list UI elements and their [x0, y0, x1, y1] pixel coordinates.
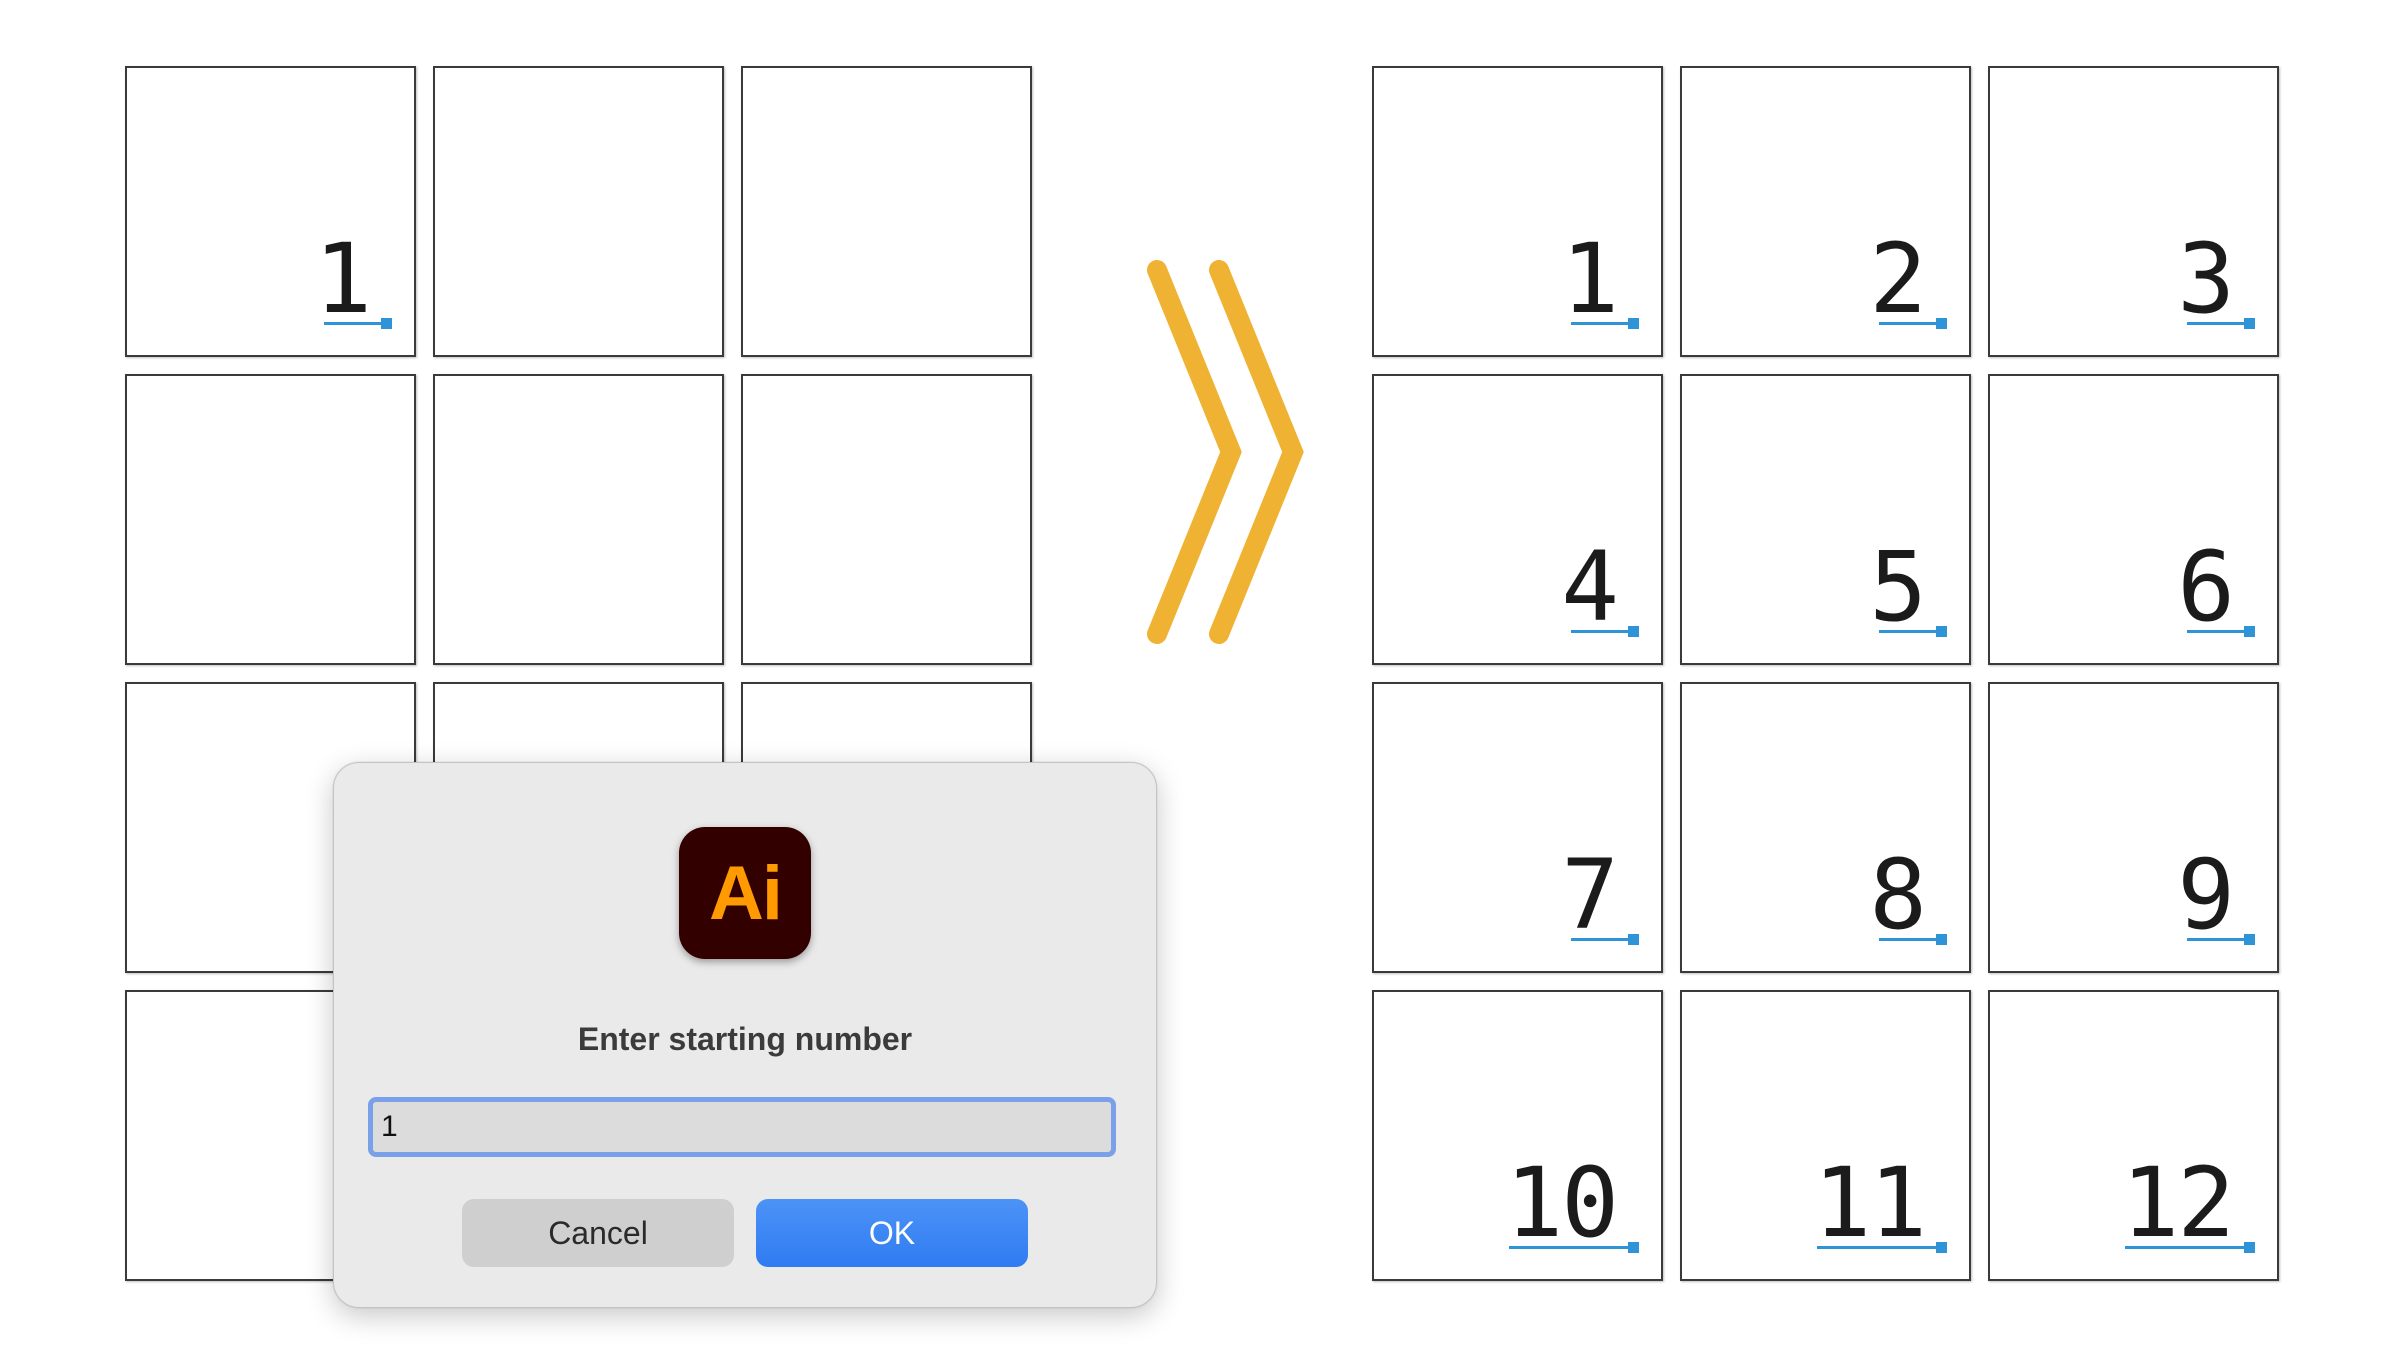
- page-number: 6: [2177, 531, 2235, 643]
- text-selection-handle[interactable]: [1628, 1242, 1639, 1253]
- left-artboard: [433, 66, 724, 357]
- right-artboard: 6: [1988, 374, 2279, 665]
- app-logo-text: Ai: [709, 850, 783, 936]
- right-artboard: 8: [1680, 682, 1971, 973]
- text-baseline: [324, 322, 390, 325]
- right-artboard: 11: [1680, 990, 1971, 1281]
- text-baseline: [1571, 630, 1637, 633]
- text-baseline: [1571, 938, 1637, 941]
- text-selection-handle[interactable]: [381, 318, 392, 329]
- double-chevron-right-icon: [1147, 260, 1304, 644]
- text-baseline: [1879, 630, 1945, 633]
- left-artboard: 1: [125, 66, 416, 357]
- text-baseline: [2187, 322, 2253, 325]
- right-artboard: 3: [1988, 66, 2279, 357]
- text-baseline: [2125, 1246, 2253, 1249]
- starting-number-input[interactable]: [368, 1097, 1116, 1157]
- text-baseline: [1817, 1246, 1945, 1249]
- page-number: 11: [1813, 1147, 1927, 1259]
- page-number: 2: [1869, 223, 1927, 335]
- text-baseline: [1879, 938, 1945, 941]
- page-number: 4: [1561, 531, 1619, 643]
- right-artboard: 10: [1372, 990, 1663, 1281]
- left-artboard: [741, 66, 1032, 357]
- right-artboard: 12: [1988, 990, 2279, 1281]
- page-number: 1: [314, 223, 372, 335]
- right-artboard: 1: [1372, 66, 1663, 357]
- cancel-button[interactable]: Cancel: [462, 1199, 734, 1267]
- text-selection-handle[interactable]: [1628, 318, 1639, 329]
- page-number: 9: [2177, 839, 2235, 951]
- page-number: 5: [1869, 531, 1927, 643]
- right-artboard: 4: [1372, 374, 1663, 665]
- page-number: 7: [1561, 839, 1619, 951]
- text-selection-handle[interactable]: [1628, 626, 1639, 637]
- left-artboard: [741, 374, 1032, 665]
- page-number: 1: [1561, 223, 1619, 335]
- text-baseline: [2187, 938, 2253, 941]
- text-selection-handle[interactable]: [1936, 934, 1947, 945]
- text-selection-handle[interactable]: [2244, 1242, 2255, 1253]
- text-baseline: [1509, 1246, 1637, 1249]
- illustrator-app-icon: Ai: [679, 827, 811, 959]
- right-artboard: 9: [1988, 682, 2279, 973]
- left-artboard: [433, 374, 724, 665]
- starting-number-dialog: Ai Enter starting number Cancel OK: [333, 762, 1157, 1308]
- text-selection-handle[interactable]: [1936, 626, 1947, 637]
- right-artboard: 7: [1372, 682, 1663, 973]
- text-selection-handle[interactable]: [2244, 934, 2255, 945]
- ok-button[interactable]: OK: [756, 1199, 1028, 1267]
- text-selection-handle[interactable]: [2244, 318, 2255, 329]
- text-selection-handle[interactable]: [1936, 1242, 1947, 1253]
- text-selection-handle[interactable]: [1628, 934, 1639, 945]
- page-number: 10: [1505, 1147, 1619, 1259]
- text-selection-handle[interactable]: [1936, 318, 1947, 329]
- right-artboard: 2: [1680, 66, 1971, 357]
- text-baseline: [1571, 322, 1637, 325]
- page-number: 12: [2121, 1147, 2235, 1259]
- text-selection-handle[interactable]: [2244, 626, 2255, 637]
- page-number: 3: [2177, 223, 2235, 335]
- dialog-prompt: Enter starting number: [577, 1021, 913, 1057]
- right-artboard: 5: [1680, 374, 1971, 665]
- left-artboard: [125, 374, 416, 665]
- text-baseline: [2187, 630, 2253, 633]
- text-baseline: [1879, 322, 1945, 325]
- page-number: 8: [1869, 839, 1927, 951]
